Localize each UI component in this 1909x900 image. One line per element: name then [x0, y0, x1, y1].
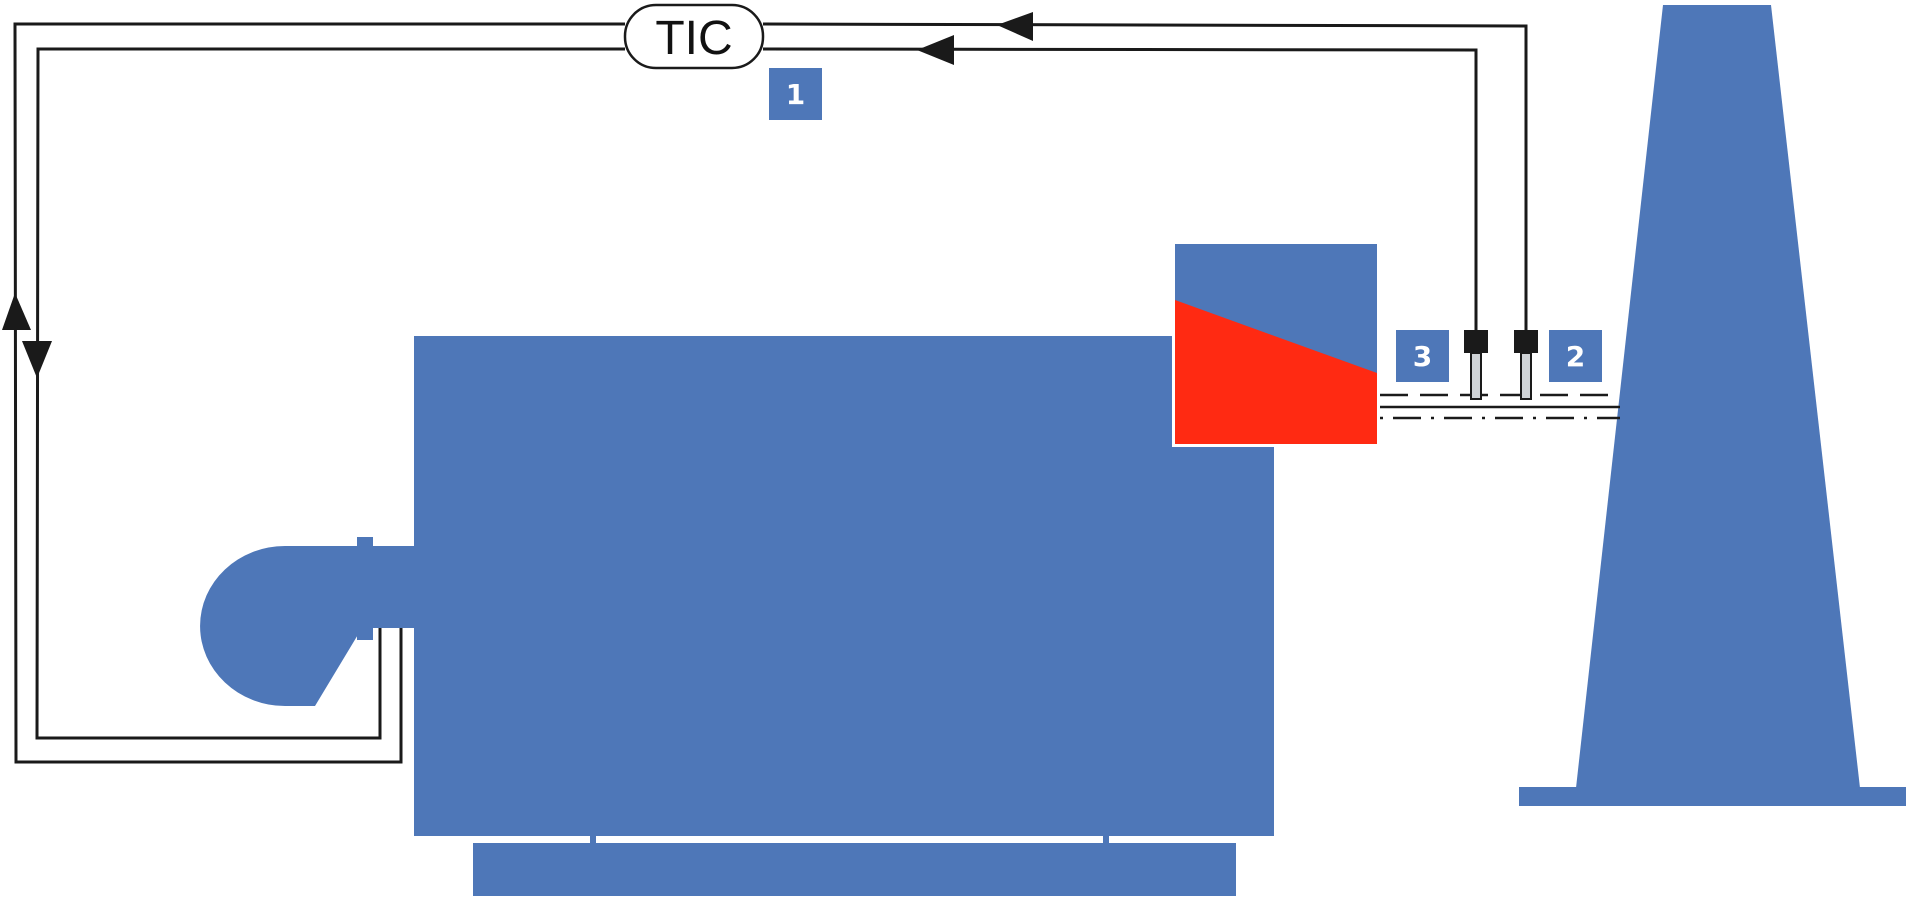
badge-2-label: 2	[1566, 340, 1585, 373]
equipment-group	[200, 5, 1906, 896]
flue-duct	[1380, 393, 1620, 420]
foot-right	[1103, 836, 1109, 844]
triangle-arrow-icon	[2, 293, 31, 330]
signal-line-outer	[13, 22, 625, 764]
flow-arrows	[2, 12, 1033, 378]
furnace-body	[414, 336, 1274, 836]
badge-1-label: 1	[786, 78, 805, 111]
heat-exchanger-hot-zone	[1175, 300, 1377, 444]
badge-3: 3	[1396, 330, 1449, 382]
tic-controller: TIC	[623, 3, 765, 70]
base-plate	[473, 843, 1236, 896]
tic-label: TIC	[655, 12, 732, 65]
burner-blower	[200, 546, 414, 706]
badge-2: 2	[1549, 330, 1602, 382]
burner-flange	[357, 537, 373, 640]
temperature-sensors	[1464, 330, 1538, 400]
temperature-sensor-icon	[1464, 330, 1488, 400]
temperature-sensor-icon	[1514, 330, 1538, 400]
badge-3-label: 3	[1413, 340, 1432, 373]
badge-1: 1	[769, 68, 822, 120]
signal-line-inner-right	[762, 47, 1478, 330]
triangle-arrow-icon	[997, 12, 1033, 41]
triangle-arrow-icon	[917, 35, 954, 65]
chimney-base	[1519, 787, 1906, 806]
signal-line-outer-right	[762, 22, 1528, 330]
foot-left	[590, 836, 596, 844]
triangle-arrow-icon	[22, 341, 52, 378]
tic-controller-bubble	[623, 3, 765, 70]
chimney-stack	[1576, 5, 1860, 788]
signal-line-inner	[35, 47, 625, 740]
